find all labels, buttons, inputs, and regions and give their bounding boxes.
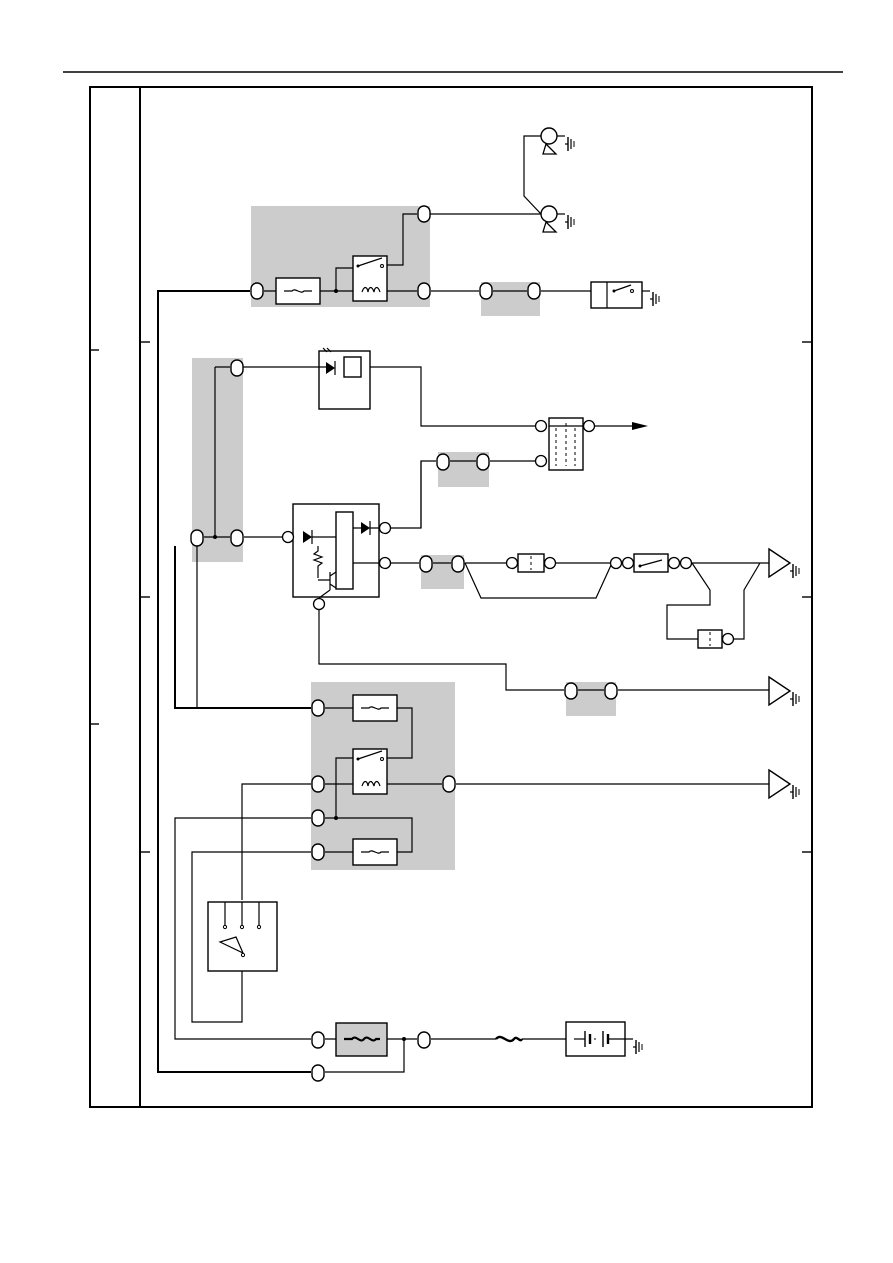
supply-wire-horn — [157, 290, 311, 1073]
horn-low-icon — [540, 205, 575, 233]
horn-wire — [430, 135, 542, 215]
relay-block-wires — [264, 213, 417, 292]
indicator-lamp-box — [318, 347, 371, 410]
engine-room-relay-block-contents — [352, 694, 398, 866]
horn-relay-icon — [352, 255, 388, 302]
connector-dashed — [517, 553, 545, 573]
horn-switch-icon — [590, 281, 660, 309]
ignition-switch-box — [207, 901, 278, 972]
indicator-wires — [243, 366, 540, 427]
fusible-link-icon — [335, 1022, 388, 1057]
fusible-link-2-icon — [495, 1035, 524, 1043]
junction-block-left — [192, 358, 243, 562]
horn-fuse-icon — [275, 277, 321, 305]
body-ecu-box — [292, 503, 380, 599]
combination-meter-connector — [548, 417, 584, 471]
battery-icon — [565, 1021, 643, 1057]
grid-ticks — [90, 341, 812, 853]
diagram-frame — [89, 86, 813, 1108]
hood-switch-icon — [633, 553, 669, 573]
connector-dashed-2 — [697, 629, 723, 649]
shaded-blocks — [192, 206, 616, 870]
ground-triangle-icon — [768, 547, 800, 800]
arrow-icon — [632, 422, 648, 430]
horn-high-icon — [540, 127, 575, 155]
